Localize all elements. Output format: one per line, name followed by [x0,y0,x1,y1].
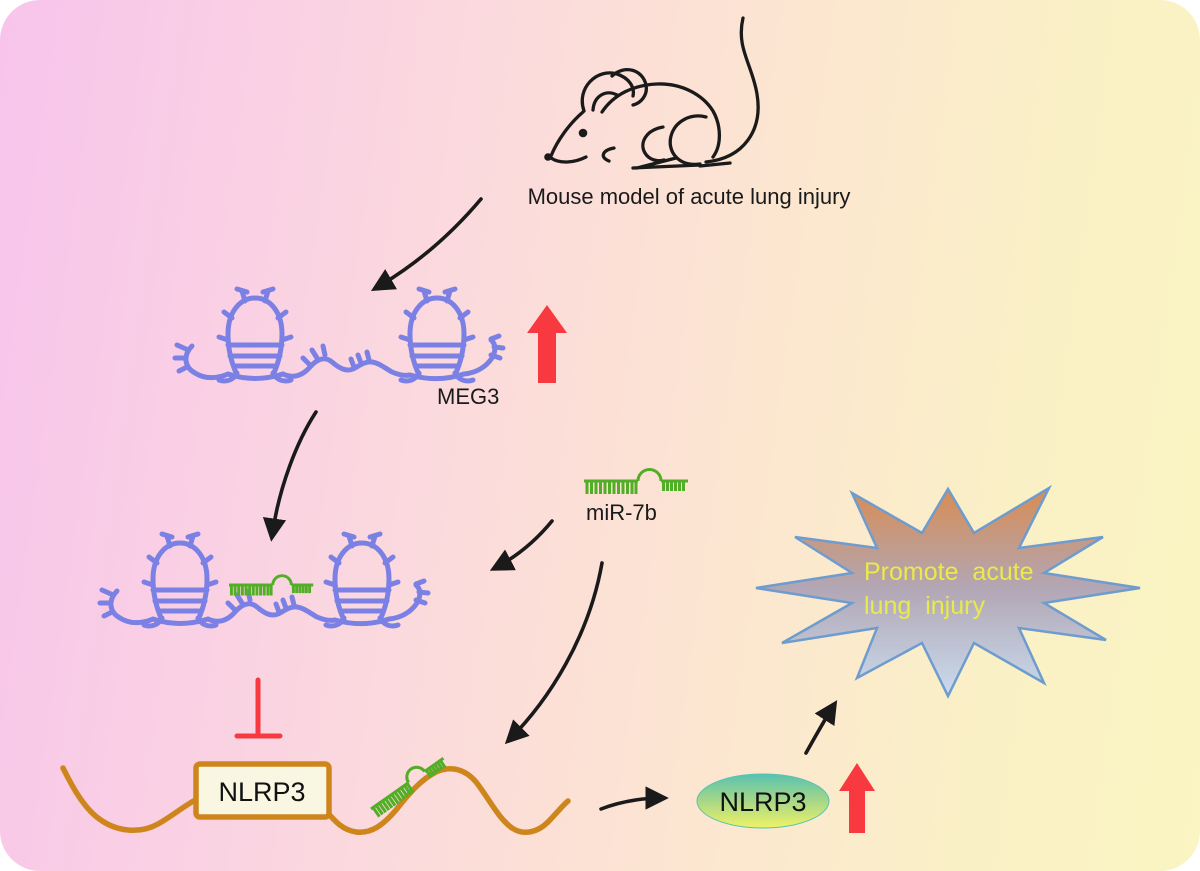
arrow-mrna-to-protein [599,786,669,811]
flow-arrows [262,197,838,811]
mir7b-label: miR-7b [586,500,657,525]
arrow-meg3-to-complex [262,410,318,542]
mouse-hindquarter [668,114,708,166]
mouse-icon [544,16,760,170]
mouse-ear-front [580,71,636,113]
meg3-lncrna [175,289,503,381]
mouse-jaw [549,155,588,164]
mouse-ear-back [610,67,648,107]
mir7b-on-mrna [363,748,452,820]
inhibition-tbar [234,677,283,739]
mouse-eye [578,128,588,138]
meg3-label: MEG3 [437,384,499,409]
arrow-protein-to-outcome [804,700,838,755]
mouse-ear-inner [591,91,619,112]
mir7b-on-meg3 [227,574,315,597]
upregulation-arrow-nlrp3 [839,763,875,833]
outcome-starburst [755,484,1141,699]
meg3-lncrna-bound [100,534,428,626]
nlrp3-protein-ellipse [696,773,830,829]
mir7b-icon [582,468,690,496]
mouse-paw-curve [601,146,616,163]
figure-caption: Mouse model of acute lung injury [528,184,851,209]
outcome-text-line1: Promote acute [864,558,1034,586]
mouse-front-leg [641,125,666,163]
arrow-mouse-to-meg3 [370,197,483,291]
nlrp3-gene-label: NLRP3 [218,777,305,807]
nlrp3-gene-box [193,761,332,820]
mouse-belly-lines [631,156,732,170]
mouse-head-top [549,110,585,158]
mrna-strand-right [324,766,571,835]
meg3-structure [175,289,503,381]
mrna-strand-left [60,765,200,833]
mouse-tail [704,16,760,164]
arrow-mir7b-to-mrna [504,561,604,745]
nlrp3-protein-label: NLRP3 [719,787,806,817]
outcome-text-line2: lung injury [864,592,985,620]
nlrp3-mrna [60,765,571,835]
meg3-mir7b-complex [100,534,428,626]
upregulation-arrow-meg3 [527,305,567,383]
arrow-mir7b-to-complex [489,519,554,571]
mouse-nose [544,153,552,161]
mouse-back [600,82,722,159]
